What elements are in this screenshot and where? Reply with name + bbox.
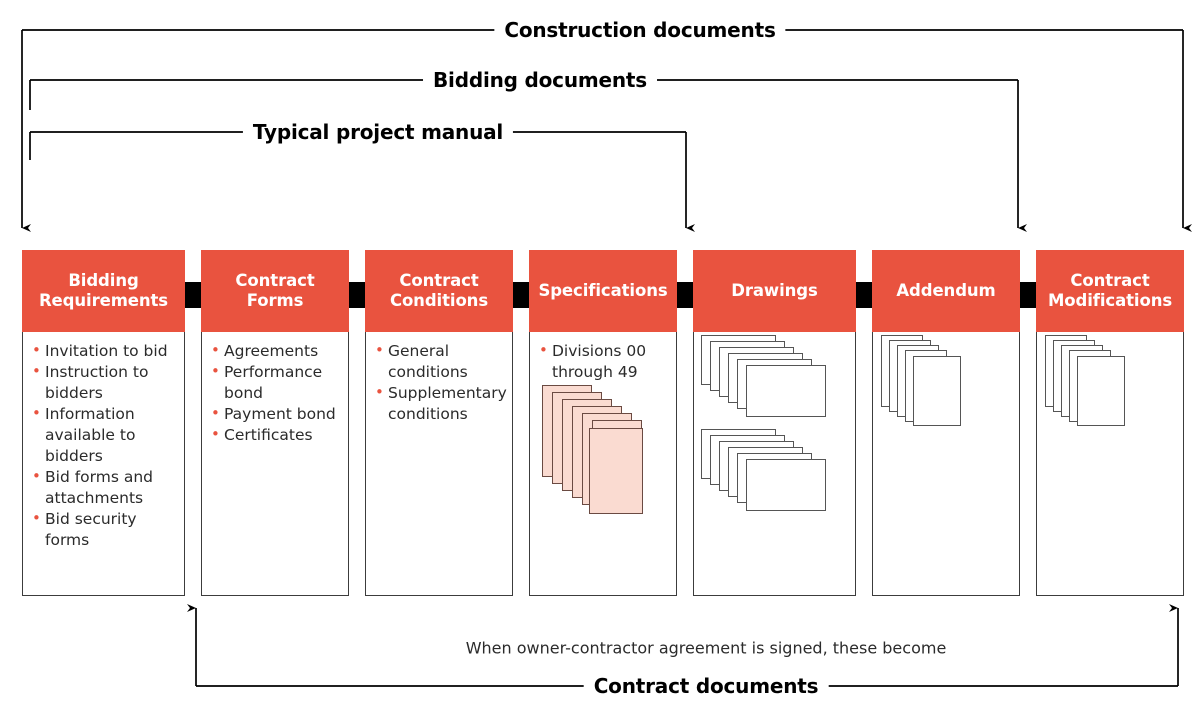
bracket-label-bidding-documents: Bidding documents	[423, 68, 657, 92]
column-body: Invitation to bid Instruction to bidders…	[22, 332, 185, 596]
list-item: Performance bond	[211, 361, 340, 404]
column-header: Contract Forms	[201, 250, 349, 332]
list-item: Payment bond	[211, 403, 340, 425]
specifications-sheet-stack	[542, 385, 662, 520]
column-header: Contract Conditions	[365, 250, 513, 332]
column-contract-forms[interactable]: Contract Forms Agreements Performance bo…	[201, 250, 349, 596]
column-bidding-requirements[interactable]: Bidding Requirements Invitation to bid I…	[22, 250, 185, 596]
addendum-sheet-stack	[881, 335, 1011, 435]
item-list: Divisions 00 through 49	[539, 340, 668, 383]
column-header: Bidding Requirements	[22, 250, 185, 332]
bracket-label-contract-documents: Contract documents	[583, 674, 829, 698]
column-addendum[interactable]: Addendum	[872, 250, 1020, 596]
column-body	[1036, 332, 1184, 596]
item-list: Agreements Performance bond Payment bond…	[211, 340, 340, 446]
column-drawings[interactable]: Drawings	[693, 250, 856, 596]
column-header: Addendum	[872, 250, 1020, 332]
column-body	[693, 332, 856, 596]
list-item: Supplementary conditions	[375, 382, 507, 425]
column-body: Divisions 00 through 49	[529, 332, 677, 596]
column-specifications[interactable]: Specifications Divisions 00 through 49	[529, 250, 677, 596]
bracket-label-construction-documents: Construction documents	[494, 18, 786, 42]
list-item: Information available to bidders	[32, 403, 176, 467]
item-list: General conditions Supplementary conditi…	[375, 340, 507, 425]
column-contract-modifications[interactable]: Contract Modifications	[1036, 250, 1184, 596]
drawings-sheet-stack-lower	[701, 429, 851, 519]
list-item: General conditions	[375, 340, 504, 383]
bracket-label-typical-project-manual: Typical project manual	[242, 120, 514, 144]
column-body	[872, 332, 1020, 596]
list-item: Certificates	[211, 424, 340, 446]
column-header: Drawings	[693, 250, 856, 332]
column-contract-conditions[interactable]: Contract Conditions General conditions S…	[365, 250, 513, 596]
item-list: Invitation to bid Instruction to bidders…	[32, 340, 176, 551]
list-item: Bid forms and attachments	[32, 466, 176, 509]
list-item: Bid security forms	[32, 508, 176, 551]
list-item: Instruction to bidders	[32, 361, 176, 404]
bottom-note: When owner-contractor agreement is signe…	[457, 638, 955, 658]
column-body: General conditions Supplementary conditi…	[365, 332, 513, 596]
contract-modifications-sheet-stack	[1045, 335, 1175, 435]
column-body: Agreements Performance bond Payment bond…	[201, 332, 349, 596]
column-header: Contract Modifications	[1036, 250, 1184, 332]
drawings-sheet-stack-upper	[701, 335, 851, 425]
list-item: Agreements	[211, 340, 340, 362]
column-header: Specifications	[529, 250, 677, 332]
list-item: Invitation to bid	[32, 340, 176, 362]
list-item: Divisions 00 through 49	[539, 340, 668, 383]
